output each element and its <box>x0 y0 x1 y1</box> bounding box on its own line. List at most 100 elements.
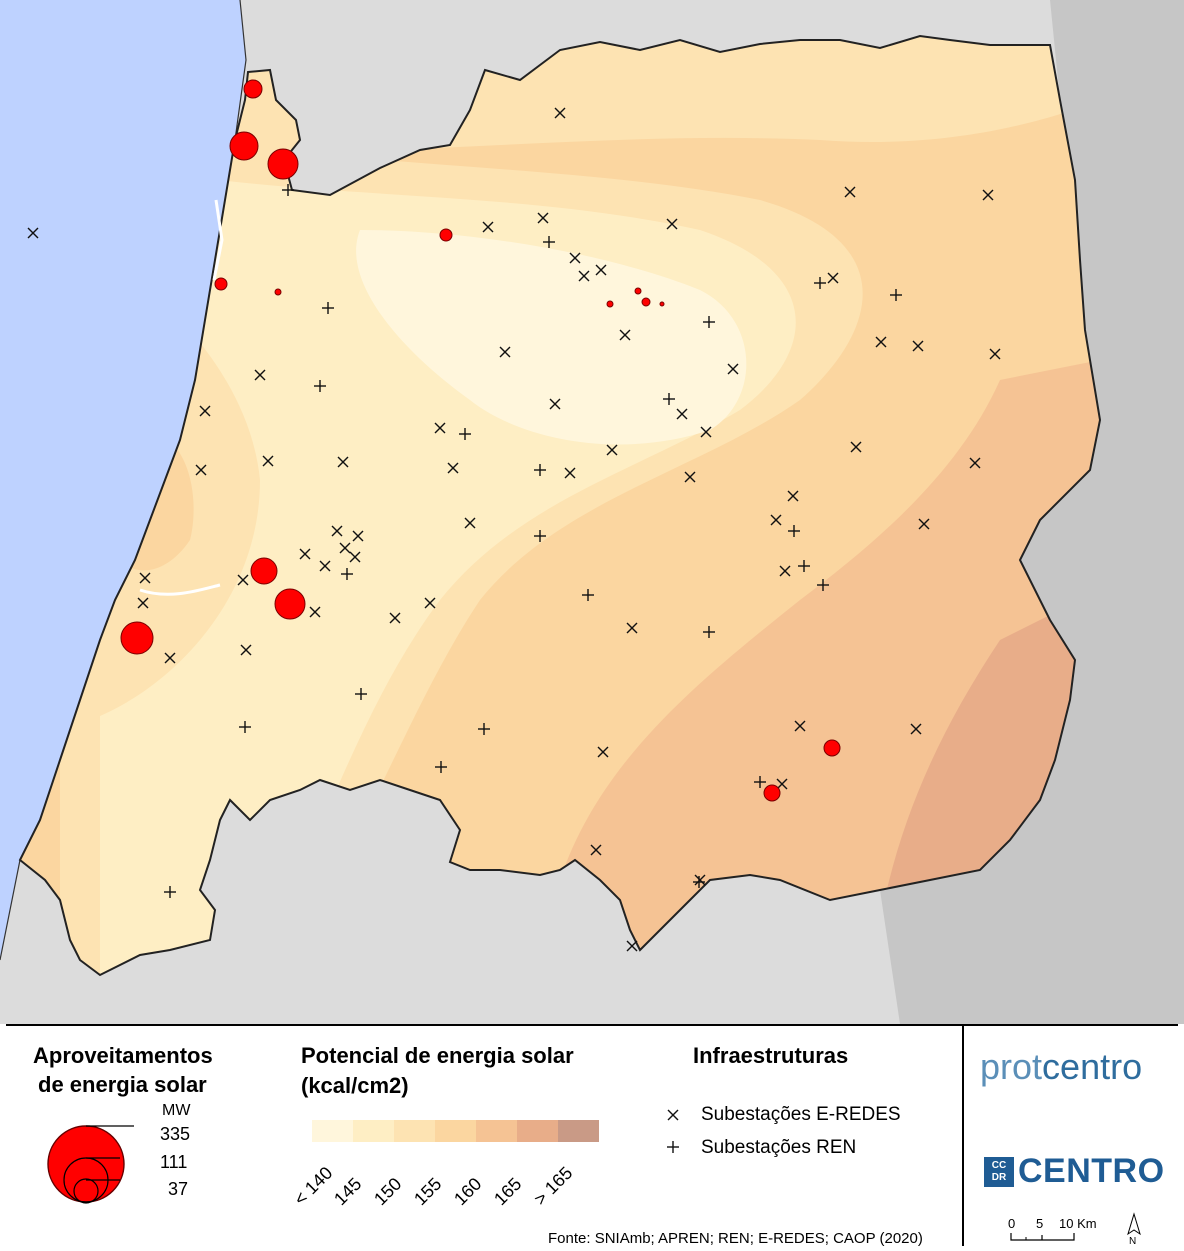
e-redes-substation-mark <box>195 464 207 476</box>
ren-substation-mark <box>582 589 594 601</box>
ren-substation-mark <box>788 525 800 537</box>
e-redes-substation-mark <box>694 874 706 886</box>
legend-divider <box>962 1024 964 1246</box>
e-redes-substation-mark <box>254 369 266 381</box>
e-redes-substation-mark <box>434 422 446 434</box>
ren-substation-mark <box>890 289 902 301</box>
north-arrow-icon <box>1127 1212 1141 1236</box>
e-redes-substation-mark <box>844 186 856 198</box>
e-redes-substation-mark <box>337 456 349 468</box>
e-redes-substation-mark <box>549 398 561 410</box>
e-redes-substation-mark <box>237 574 249 586</box>
solar-installation-point <box>229 131 259 161</box>
e-redes-substation-mark <box>164 652 176 664</box>
neighbour-region <box>880 0 1184 1024</box>
ren-substation-mark <box>817 579 829 591</box>
e-redes-substation-mark <box>137 597 149 609</box>
scale-label-5: 5 <box>1036 1216 1044 1231</box>
e-redes-substation-mark <box>597 746 609 758</box>
e-redes-substation-mark <box>464 517 476 529</box>
source-note: Fonte: SNIAmb; APREN; REN; E-REDES; CAOP… <box>548 1230 923 1247</box>
e-redes-substation-mark <box>299 548 311 560</box>
potential-swatch <box>394 1120 435 1142</box>
e-redes-substation-mark <box>331 525 343 537</box>
e-redes-substation-mark <box>482 221 494 233</box>
ren-substation-mark <box>798 560 810 572</box>
ren-substation-mark <box>534 464 546 476</box>
e-redes-substation-mark <box>827 272 839 284</box>
e-redes-substation-mark <box>139 572 151 584</box>
proportional-symbol-legend <box>47 1125 134 1204</box>
e-redes-substation-mark <box>27 227 39 239</box>
ren-substation-mark <box>164 886 176 898</box>
mw-value-medium: 111 <box>160 1152 188 1172</box>
solar-legend-title-1: Aproveitamentos <box>33 1043 213 1068</box>
ccdr-mark: CC DR <box>984 1156 1014 1187</box>
e-redes-substation-mark <box>606 444 618 456</box>
solar-installation-point <box>214 277 228 291</box>
ren-substation-mark <box>663 393 675 405</box>
solar-installation-point <box>763 784 781 802</box>
ren-substation-mark <box>322 302 334 314</box>
ren-substation-mark <box>435 761 447 773</box>
infra-legend-symbols <box>667 1109 679 1153</box>
protcentro-logo: protcentro <box>980 1046 1143 1087</box>
legend-e-redes: Subestações E-REDES <box>701 1104 901 1125</box>
e-redes-substation-mark <box>779 565 791 577</box>
e-redes-substation-mark <box>666 218 678 230</box>
centro-word: CENTRO <box>1018 1152 1165 1190</box>
solar-installation-point <box>634 287 642 295</box>
solar-installation-point <box>243 79 263 99</box>
potential-swatch <box>517 1120 558 1142</box>
e-redes-substation-mark <box>240 644 252 656</box>
potential-legend-title-2: (kcal/cm2) <box>301 1073 409 1098</box>
e-redes-substation-mark <box>349 551 361 563</box>
e-redes-substation-mark <box>595 264 607 276</box>
potential-swatch <box>353 1120 394 1142</box>
solar-legend-title-2: de energia solar <box>38 1072 207 1097</box>
e-redes-substations <box>27 107 1001 952</box>
e-redes-substation-mark <box>684 471 696 483</box>
potential-swatch <box>435 1120 476 1142</box>
solar-installation-point <box>250 557 278 585</box>
e-redes-substation-mark <box>319 560 331 572</box>
e-redes-substation-mark <box>676 408 688 420</box>
infra-legend-title: Infraestruturas <box>693 1043 849 1068</box>
ren-substations <box>164 184 902 898</box>
e-redes-substation-mark <box>569 252 581 264</box>
legend-panel <box>6 1024 1178 1248</box>
e-redes-substation-mark <box>619 329 631 341</box>
e-redes-substation-mark <box>590 844 602 856</box>
mw-unit: MW <box>162 1102 191 1119</box>
e-redes-substation-mark <box>989 348 1001 360</box>
ren-substation-mark <box>703 316 715 328</box>
ren-substation-mark <box>239 721 251 733</box>
e-redes-substation-mark <box>339 542 351 554</box>
ccdr-centro-logo: CC DR CENTRO <box>984 1152 1165 1191</box>
e-redes-substation-mark <box>969 457 981 469</box>
e-redes-substation-mark <box>262 455 274 467</box>
e-redes-substation-mark <box>770 514 782 526</box>
solar-installations <box>120 79 841 802</box>
solar-installation-point <box>823 739 841 757</box>
e-redes-substation-mark <box>447 462 459 474</box>
ren-substation-mark <box>282 184 294 196</box>
scale-label-10: 10 Km <box>1059 1216 1097 1231</box>
e-redes-substation-mark <box>424 597 436 609</box>
e-redes-substation-mark <box>794 720 806 732</box>
potential-swatch <box>312 1120 353 1142</box>
scale-bar <box>1010 1233 1075 1241</box>
ren-substation-mark <box>341 568 353 580</box>
e-redes-substation-mark <box>850 441 862 453</box>
e-redes-substation-mark <box>537 212 549 224</box>
e-redes-substation-mark <box>910 723 922 735</box>
ren-substation-mark <box>693 876 705 888</box>
ren-substation-mark <box>314 380 326 392</box>
e-redes-substation-mark <box>727 363 739 375</box>
ren-substation-mark <box>478 723 490 735</box>
solar-installation-point <box>439 228 453 242</box>
solar-installation-point <box>274 288 282 296</box>
map-canvas <box>0 0 1184 1024</box>
e-redes-substation-mark <box>199 405 211 417</box>
scale-label-0: 0 <box>1008 1216 1016 1231</box>
